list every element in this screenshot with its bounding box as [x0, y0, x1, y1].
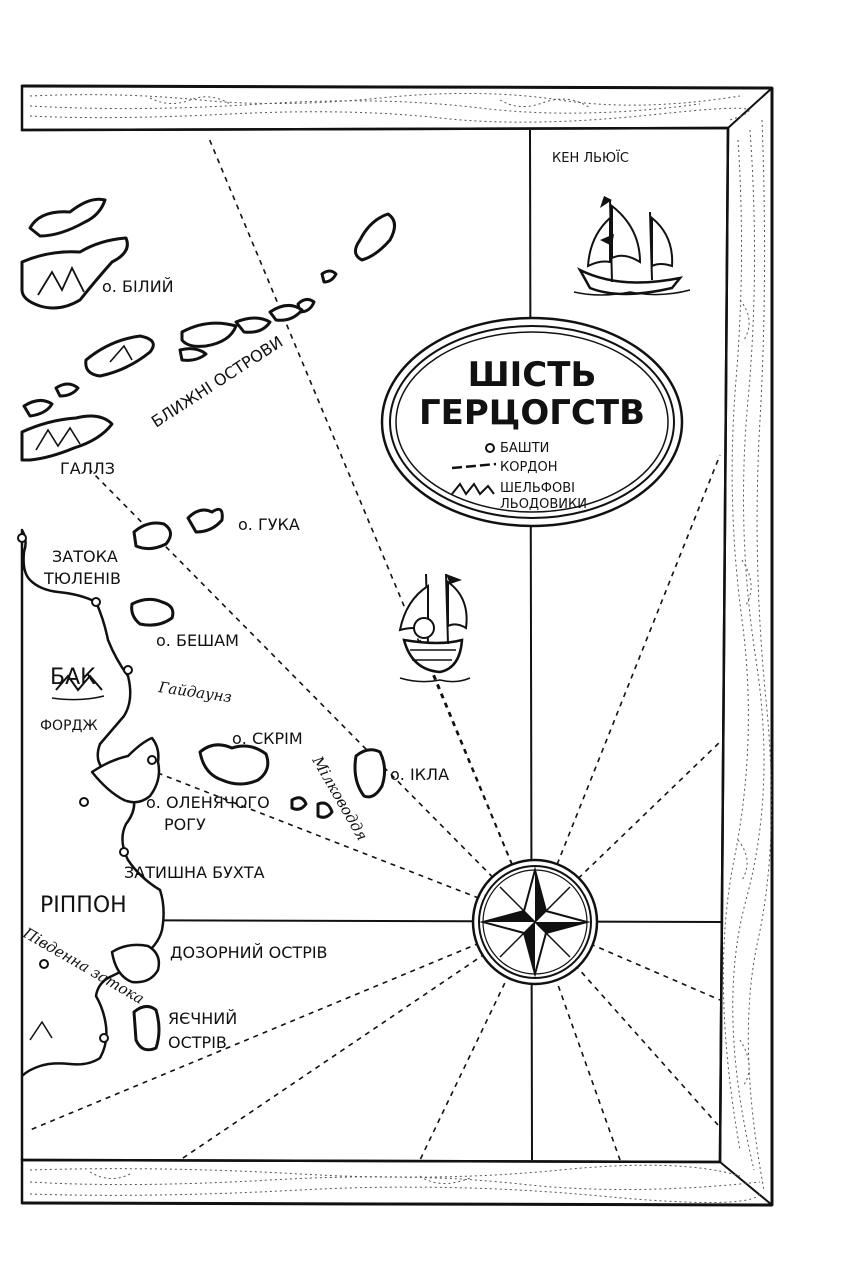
- middle-islands: [130, 507, 387, 1052]
- label-bak: БАК: [50, 665, 96, 690]
- label-guka: о. ГУКА: [238, 515, 300, 534]
- compass-rose-icon: [471, 858, 599, 986]
- map-title-line2: ГЕРЦОГСТВ: [419, 393, 645, 433]
- label-olenyachogo-line2: РОГУ: [164, 815, 206, 834]
- label-bilyi: о. БІЛИЙ: [102, 277, 174, 296]
- tower-marker-icon: [123, 665, 133, 675]
- tower-marker-icon: [99, 1033, 109, 1043]
- sailing-ship-icon: [398, 573, 471, 683]
- label-zatyshna: ЗАТИШНА БУХТА: [124, 863, 265, 882]
- label-blyzhni: БЛИЖНІ ОСТРОВИ: [148, 332, 286, 431]
- tower-marker-icon: [485, 443, 495, 453]
- label-gallz: ГАЛЛЗ: [60, 459, 115, 478]
- title-cartouche: ШІСТЬ ГЕРЦОГСТВ БАШТИ КОРДОН ШЕЛЬФОВІ ЛЬ…: [380, 316, 684, 528]
- label-ikla: о. ІКЛА: [390, 765, 449, 784]
- label-yaechnyi-line1: ЯЄЧНИЙ: [168, 1009, 237, 1028]
- label-yaechnyi-line2: ОСТРІВ: [168, 1033, 227, 1052]
- tower-marker-icon: [147, 755, 157, 765]
- tower-marker-icon: [91, 597, 101, 607]
- northern-islands: [20, 197, 396, 462]
- label-zatoka-line1: ЗАТОКА: [52, 547, 118, 566]
- legend-towers: БАШТИ: [500, 441, 549, 456]
- legend-border-line: [451, 462, 497, 470]
- label-ken-lyuis: КЕН ЛЬЮЇС: [552, 150, 629, 166]
- tower-marker-icon: [39, 959, 49, 969]
- wooden-frame: [20, 84, 774, 1207]
- sailing-ship-icon: [573, 196, 691, 296]
- label-rippon: РІППОН: [40, 893, 127, 918]
- tower-markers: [17, 533, 157, 1043]
- glacier-icon: [451, 482, 495, 496]
- label-skrim: о. СКРІМ: [232, 729, 303, 748]
- legend-glaciers-line2: ЛЬОДОВИКИ: [500, 497, 587, 512]
- mainland-coast: [20, 528, 165, 1162]
- tower-marker-icon: [119, 847, 129, 857]
- label-dozornyi: ДОЗОРНИЙ ОСТРІВ: [170, 943, 328, 962]
- label-besham: о. БЕШАМ: [156, 631, 239, 650]
- map-title-line1: ШІСТЬ: [468, 355, 597, 395]
- label-gaidauns: Гайдаунз: [156, 678, 233, 706]
- label-fordzh: ФОРДЖ: [40, 718, 98, 734]
- tower-marker-icon: [79, 797, 89, 807]
- label-zatoka-line2: ТЮЛЕНІВ: [43, 569, 121, 588]
- tower-marker-icon: [17, 533, 27, 543]
- legend-border: КОРДОН: [500, 460, 557, 475]
- legend-glaciers-line1: ШЕЛЬФОВІ: [500, 481, 575, 496]
- label-olenyachogo-line1: о. ОЛЕНЯЧОГО: [146, 793, 270, 812]
